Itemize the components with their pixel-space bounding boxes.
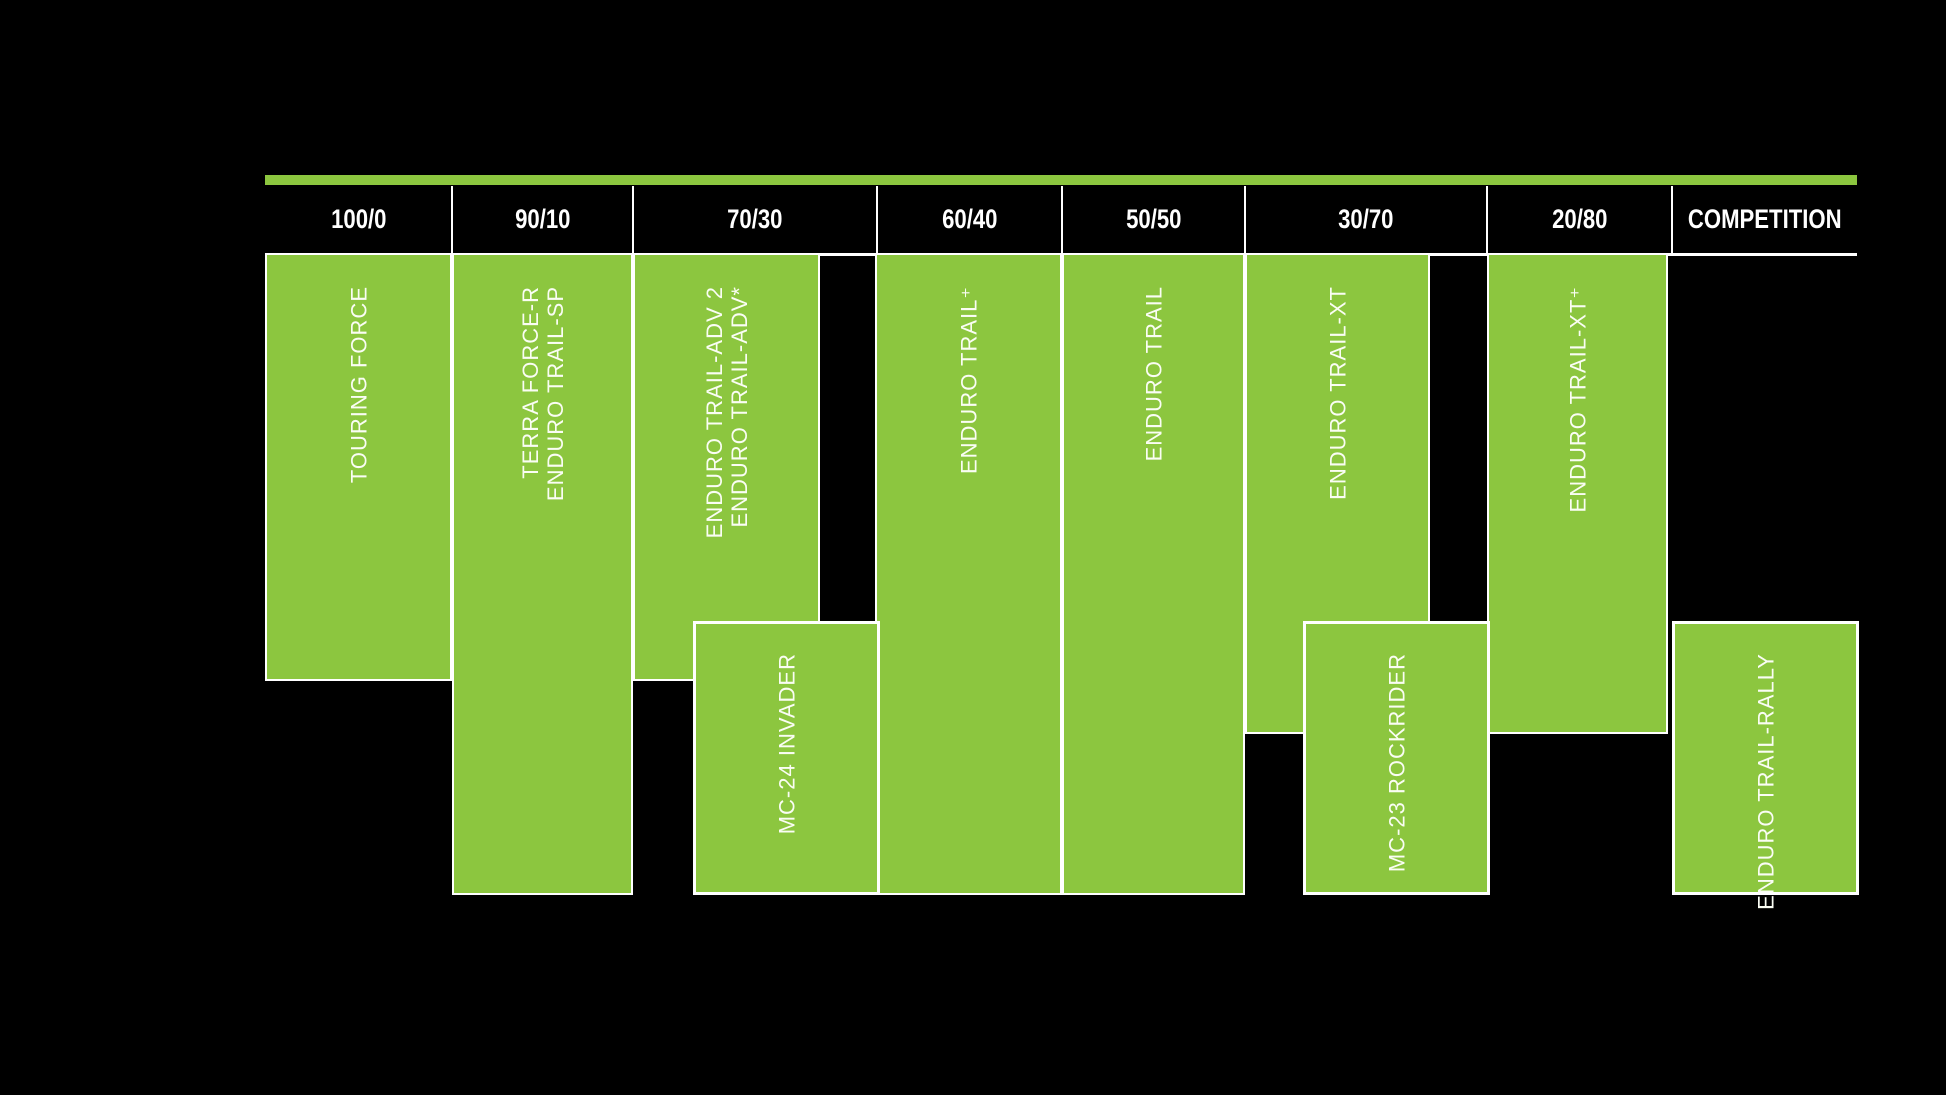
header-cell-50-50: 50/50: [1062, 185, 1245, 253]
column-divider: [632, 186, 634, 256]
column-divider: [876, 186, 878, 256]
accent-top-bar: [265, 175, 1857, 185]
column-divider: [1244, 186, 1246, 256]
header-label: 20/80: [1551, 203, 1608, 234]
column-divider: [451, 186, 453, 256]
product-label: ENDURO TRAIL-RALLY: [1753, 653, 1778, 910]
column-divider: [1486, 186, 1488, 256]
header-cell-20-80: 20/80: [1487, 185, 1672, 253]
header-cell-30-70: 30/70: [1245, 185, 1487, 253]
block-mc-23-rockrider: MC-23 ROCKRIDER: [1303, 621, 1490, 895]
product-label: ENDURO TRAIL-XT: [1325, 286, 1350, 500]
column-divider: [1671, 186, 1673, 256]
block-enduro-trail-rally: ENDURO TRAIL-RALLY: [1672, 621, 1859, 910]
product-label: ENDURO TRAIL-XT⁺: [1565, 286, 1590, 513]
product-label: TERRA FORCE-R ENDURO TRAIL-SP: [517, 286, 568, 502]
header-label: 90/10: [514, 203, 571, 234]
header-label: 70/30: [727, 203, 783, 234]
header-label: COMPETITION: [1687, 203, 1842, 234]
header-label: 60/40: [941, 203, 998, 234]
product-label: ENDURO TRAIL-ADV 2 ENDURO TRAIL-ADV*: [701, 286, 752, 539]
block-enduro-trail-adv: ENDURO TRAIL-ADV 2 ENDURO TRAIL-ADV*: [633, 253, 820, 681]
block-touring-force: TOURING FORCE: [265, 253, 452, 681]
header-label: 50/50: [1125, 203, 1182, 234]
product-label: MC-23 ROCKRIDER: [1384, 653, 1409, 873]
column-divider: [1061, 186, 1063, 256]
block-enduro-trail: ENDURO TRAIL: [1062, 253, 1245, 895]
product-label: MC-24 INVADER: [774, 653, 799, 835]
product-label: ENDURO TRAIL⁺: [956, 286, 981, 475]
product-label: TOURING FORCE: [346, 286, 371, 484]
block-mc-24-invader: MC-24 INVADER: [693, 621, 880, 895]
block-enduro-trail-plus: ENDURO TRAIL⁺: [875, 253, 1062, 895]
header-cell-60-40: 60/40: [877, 185, 1062, 253]
header-cell-90-10: 90/10: [452, 185, 633, 253]
block-terra-force-r: TERRA FORCE-R ENDURO TRAIL-SP: [452, 253, 633, 895]
header-cell-competition: COMPETITION: [1672, 185, 1857, 253]
header-cell-70-30: 70/30: [633, 185, 877, 253]
header-label: 30/70: [1338, 203, 1394, 234]
header-cell-100-0: 100/0: [265, 185, 452, 253]
block-enduro-trail-xt-plus: ENDURO TRAIL-XT⁺: [1487, 253, 1668, 734]
header-label: 100/0: [330, 203, 387, 234]
product-label: ENDURO TRAIL: [1141, 286, 1166, 462]
